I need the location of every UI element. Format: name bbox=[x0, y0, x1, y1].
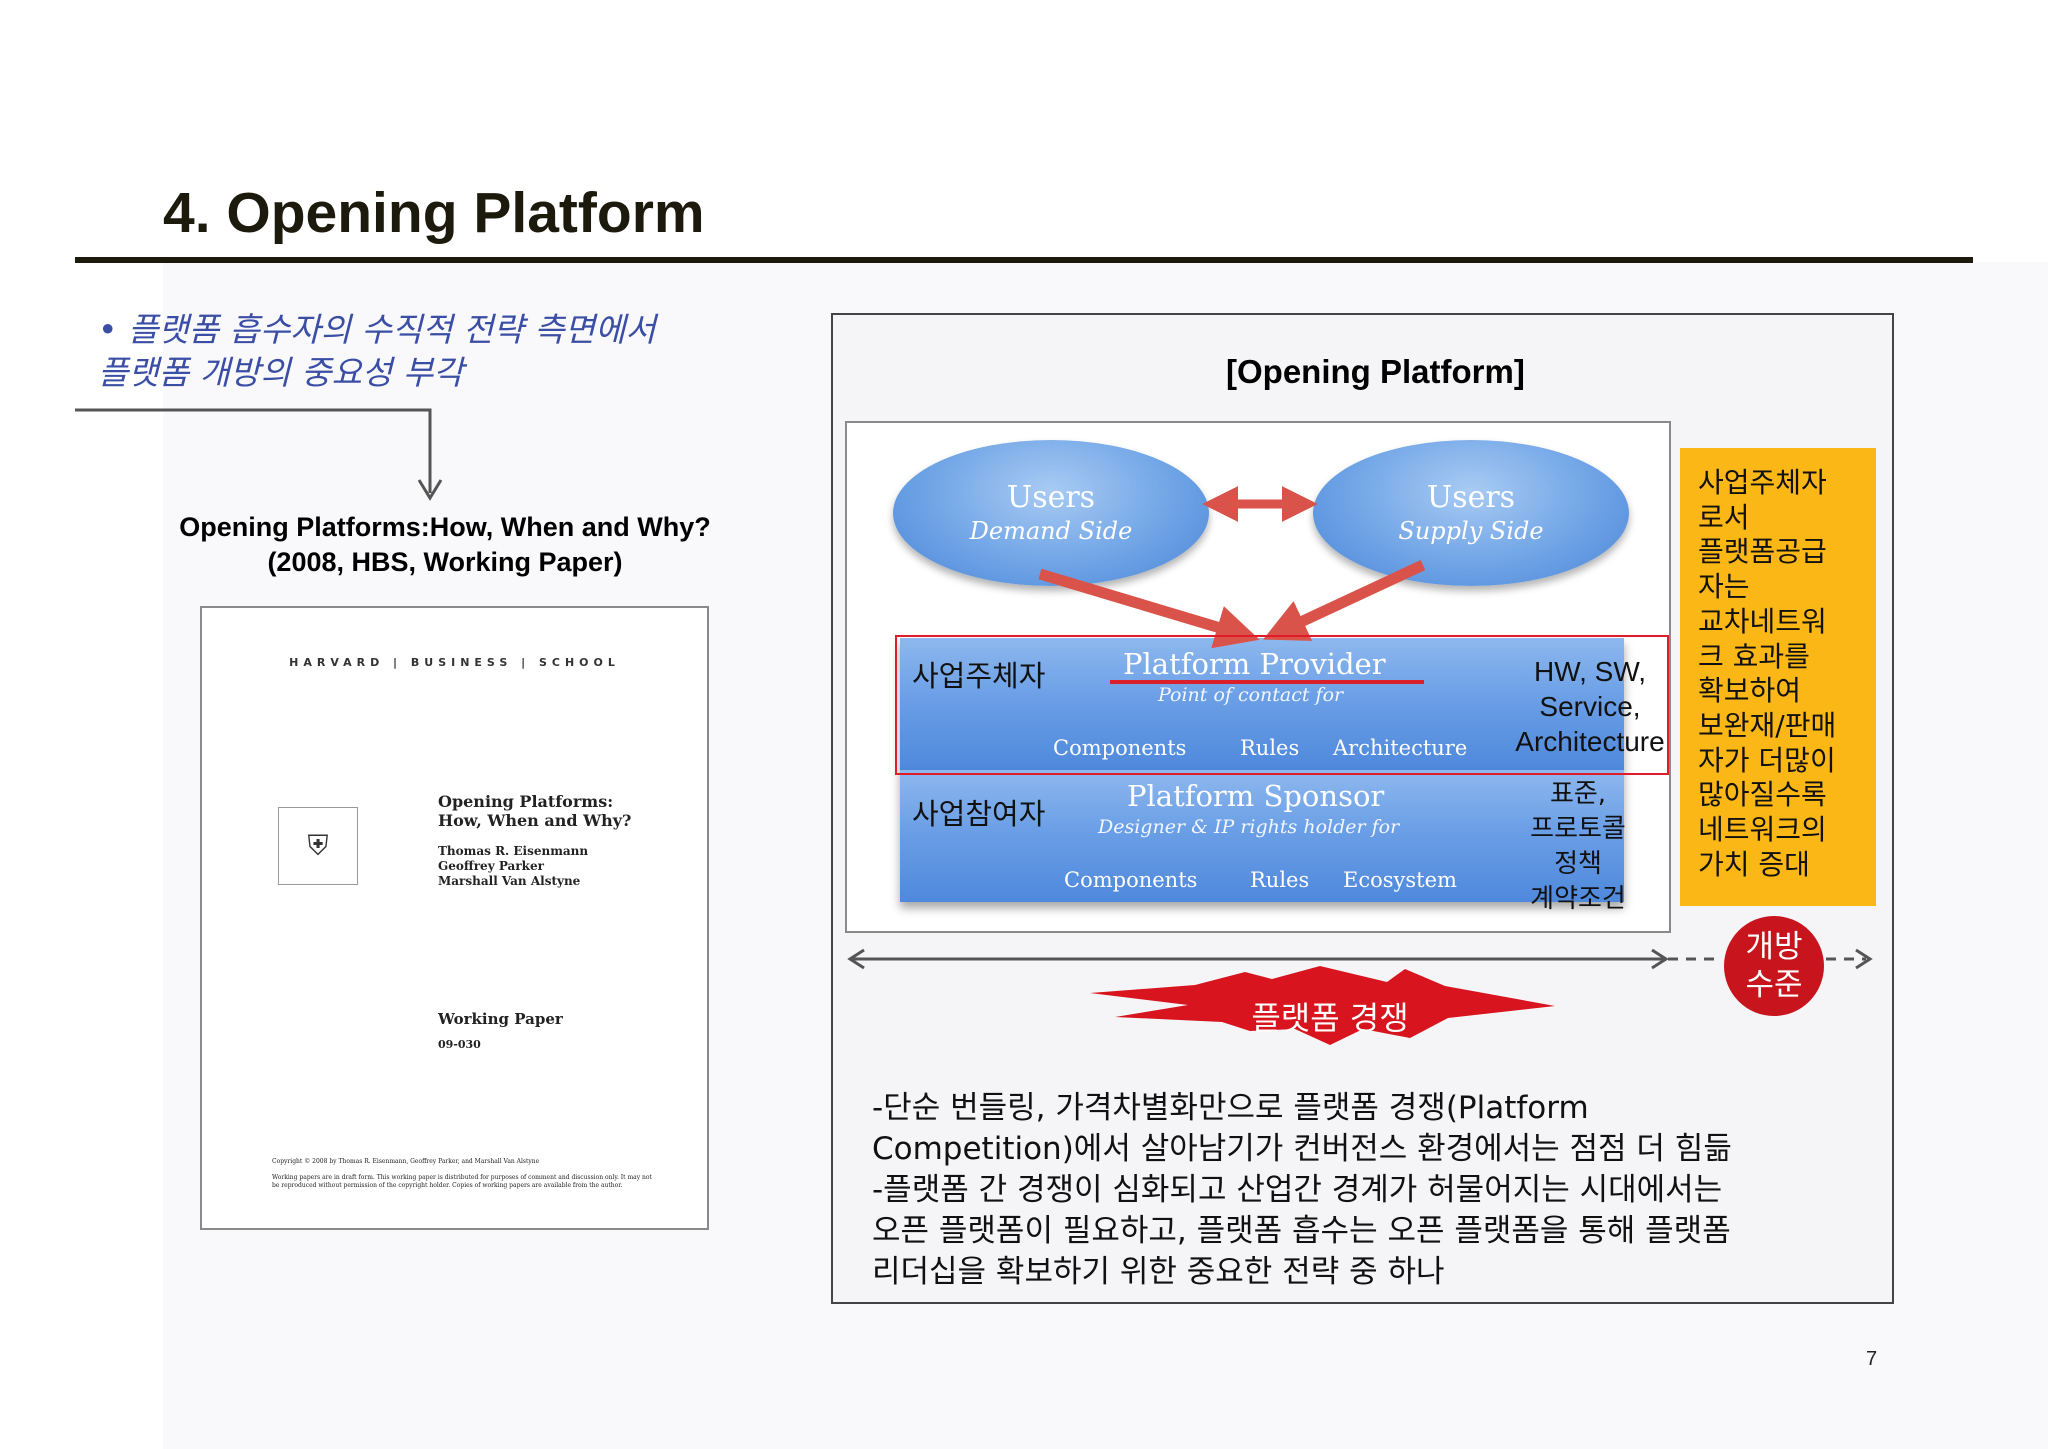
standards-label: 표준, 프로토콜 정책 계약조건 bbox=[1530, 779, 1626, 914]
provider-band bbox=[900, 638, 1624, 770]
sponsor-band bbox=[900, 770, 1624, 902]
platform-competition-label: 플랫폼 경쟁 bbox=[1251, 999, 1409, 1037]
network-effect-text: 사업주체자 로서 플랫폼공급 자는 교차네트워 크 효과를 확보하여 보완재/판… bbox=[1698, 466, 1837, 881]
paper-cover-image: HARVARD | BUSINESS | SCHOOL ⛨ Opening Pl… bbox=[200, 606, 709, 1230]
sponsor-item: Components bbox=[1064, 868, 1198, 892]
description-text: -단순 번들링, 가격차별화만으로 플랫폼 경쟁(Platform Compet… bbox=[872, 1090, 1732, 1290]
sponsor-title: Platform Sponsor bbox=[1127, 779, 1385, 813]
provider-subtitle: Point of contact for bbox=[1158, 684, 1344, 706]
bullet-line-1: • 플랫폼 흡수자의 수직적 전략 측면에서 bbox=[98, 310, 656, 349]
sponsor-subtitle: Designer & IP rights holder for bbox=[1098, 816, 1400, 838]
paper-number: 09-030 bbox=[438, 1038, 481, 1051]
provider-title: Platform Provider bbox=[1123, 647, 1386, 681]
paper-caption: Opening Platforms:How, When and Why? (20… bbox=[150, 510, 740, 580]
sponsor-item: Rules bbox=[1250, 868, 1310, 892]
panel-title: [Opening Platform] bbox=[1226, 353, 1525, 390]
network-effect-callout bbox=[1680, 448, 1876, 906]
paper-caption-meta: (2008, HBS, Working Paper) bbox=[267, 547, 623, 577]
users-demand-ellipse: Users Demand Side bbox=[893, 440, 1209, 586]
paper-caption-title: Opening Platforms:How, When and Why? bbox=[179, 512, 711, 542]
down-arrow-icon bbox=[75, 408, 443, 501]
title-rule bbox=[75, 257, 1973, 263]
paper-title-line-2: How, When and Why? bbox=[438, 811, 632, 830]
bullet-marker: • bbox=[98, 310, 118, 349]
provider-item: Rules bbox=[1240, 736, 1300, 760]
paper-copyright: Copyright © 2008 by Thomas R. Eisenmann,… bbox=[272, 1158, 540, 1165]
bullet-line-2: 플랫폼 개방의 중요성 부각 bbox=[98, 353, 464, 392]
explosion-burst-icon bbox=[1090, 966, 1555, 1045]
hbs-header: HARVARD | BUSINESS | SCHOOL bbox=[289, 656, 620, 669]
provider-item: Components bbox=[1053, 736, 1187, 760]
arrow-supply-to-provider bbox=[1263, 560, 1426, 641]
provider-item: Architecture bbox=[1333, 736, 1468, 760]
users-supply-ellipse: Users Supply Side bbox=[1313, 440, 1629, 586]
page-number: 7 bbox=[1866, 1348, 1878, 1370]
paper-author: Marshall Van Alstyne bbox=[438, 874, 581, 888]
hbs-shield-icon: ⛨ bbox=[278, 807, 358, 885]
label-provider: 사업주체자 bbox=[912, 659, 1046, 693]
users-demand-sub: Demand Side bbox=[969, 517, 1133, 545]
arrow-demand-to-provider bbox=[1038, 568, 1260, 649]
bullet-text: • 플랫폼 흡수자의 수직적 전략 측면에서 플랫폼 개방의 중요성 부각 bbox=[98, 308, 738, 394]
hw-sw-label: HW, SW, Service, Architecture bbox=[1515, 656, 1665, 757]
users-demand-title: Users bbox=[1006, 480, 1096, 515]
paper-author: Thomas R. Eisenmann bbox=[438, 844, 589, 858]
paper-title-line-1: Opening Platforms: bbox=[438, 792, 614, 811]
page-title: 4. Opening Platform bbox=[163, 181, 705, 245]
paper-note: Working papers are in draft form. This w… bbox=[272, 1174, 652, 1189]
sponsor-item: Ecosystem bbox=[1343, 868, 1457, 892]
provider-underline bbox=[1110, 680, 1424, 684]
openness-level-badge: 개방 수준 bbox=[1724, 916, 1824, 1016]
users-supply-sub: Supply Side bbox=[1398, 517, 1544, 545]
label-sponsor: 사업참여자 bbox=[912, 797, 1046, 831]
provider-highlight-box bbox=[895, 635, 1669, 775]
paper-author: Geoffrey Parker bbox=[438, 859, 544, 873]
users-supply-title: Users bbox=[1426, 480, 1516, 515]
paper-type: Working Paper bbox=[438, 1010, 563, 1028]
